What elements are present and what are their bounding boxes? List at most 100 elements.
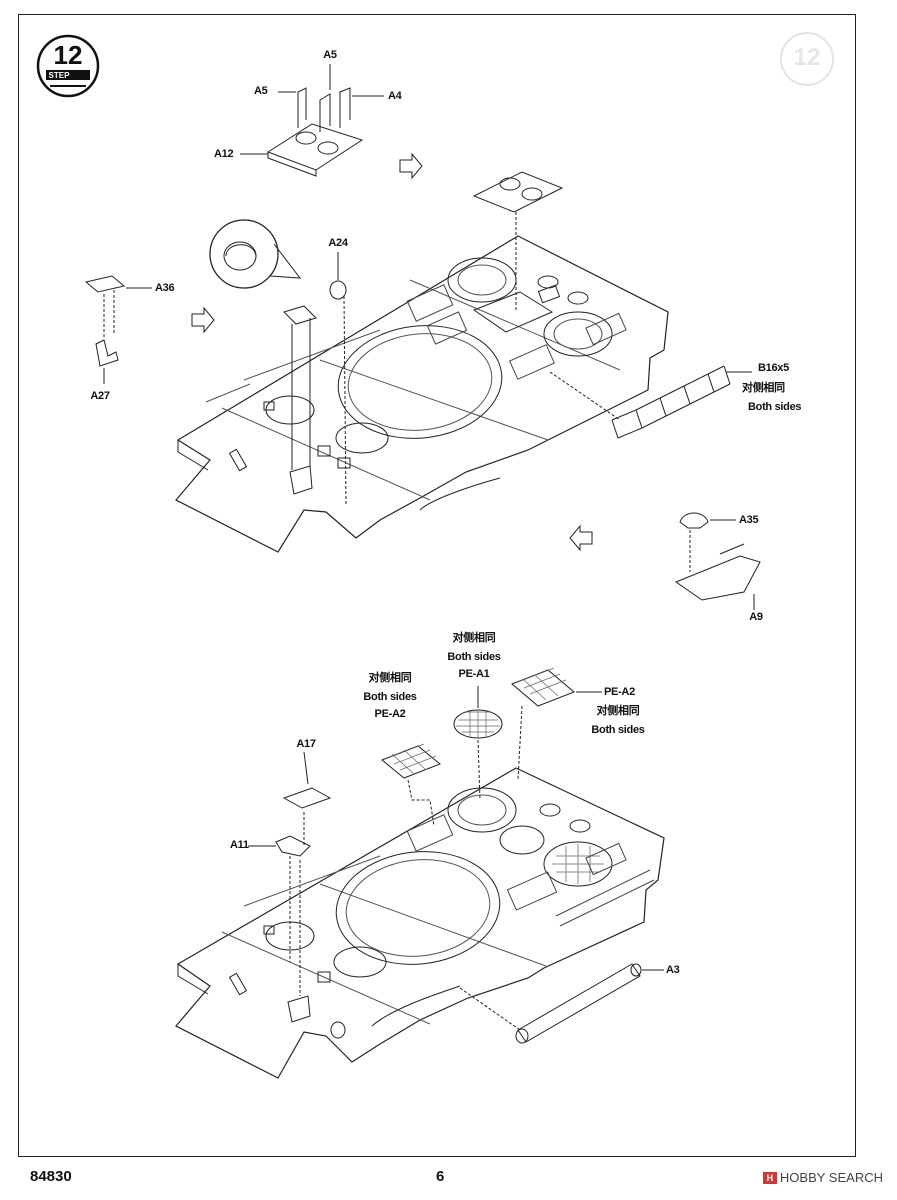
lower-radio-hatch [333,946,387,978]
upper-fan-left-inner [457,264,507,296]
label-a9: A9 [749,611,763,623]
a5-handle-left [297,87,307,128]
upper-fan-right-inner [553,318,603,350]
label-pe-a2-right-cn: 对侧相同 [596,705,640,717]
label-a17: A17 [296,738,316,750]
a11-part [275,835,311,857]
pe-a2-right-guide [517,705,523,781]
lower-fan-right-mesh [552,844,604,884]
label-pe-a1-cn: 对侧相同 [452,632,496,644]
detail-callout-part [223,241,257,271]
a11-guides [289,812,305,996]
bracket-top [283,305,317,325]
upper-hull-edge [177,440,209,471]
upper-block-3 [337,457,351,469]
lower-rear-rack [371,985,461,1027]
a36-guide [103,290,115,338]
detail-callout-part-2 [225,244,257,257]
step-badge: 12 STEP [36,34,100,98]
upper-hull-seam-3 [409,279,621,371]
upper-cap-2 [567,291,589,305]
a9-part [674,555,761,601]
label-a5-top: A5 [323,49,337,61]
label-pe-a2-left: PE-A2 [374,708,406,720]
pe-a1-guide [477,739,481,801]
upper-hatch-floating [472,171,564,213]
label-pe-a2-right-en: Both sides [591,724,645,736]
arrow-right-1 [399,152,423,180]
lower-a24-mounted [330,1021,346,1039]
page-frame [18,14,856,1157]
label-a3: A3 [666,964,680,976]
label-pe-a2-left-en: Both sides [363,691,417,703]
lower-cap-2 [569,819,591,833]
label-a4: A4 [388,90,402,102]
ghost-badge-icon [780,32,834,86]
label-a27: A27 [90,390,110,402]
a36-part [84,275,126,293]
upper-hatch-opening [472,291,554,333]
label-a24: A24 [328,237,348,249]
a12-plate [266,123,364,171]
label-a5-left: A5 [254,85,268,97]
a17-leader [303,751,309,785]
bracket-guides [291,318,311,470]
label-a12: A12 [214,148,234,160]
lower-block-2 [317,971,331,983]
a4-handle [339,87,351,128]
upper-radio-hatch [335,422,389,454]
lower-block-1 [263,925,275,935]
a12-cap-1 [295,131,317,145]
page-number: 6 [436,1168,445,1185]
label-b16-en: Both sides [748,401,802,413]
upper-grilles [406,284,627,380]
a24-guide [343,295,347,507]
pe-a1-disc [453,709,503,739]
label-pe-a1: PE-A1 [458,668,490,680]
upper-turret-ring [337,325,503,439]
product-code: 84830 [30,1168,72,1185]
a35-part [679,512,709,529]
detail-callout-pointer [269,243,302,279]
a27-part [95,339,119,367]
lower-hull-edge [177,964,209,995]
step-number: 12 [53,40,83,70]
lower-grilles [406,814,627,911]
a5-handle-center [319,93,331,132]
b16-guide [549,371,621,421]
watermark-badge-icon: H [762,1171,777,1184]
upper-block-2 [317,445,331,457]
upper-tool-rail-2 [205,383,251,403]
upper-rear-rack [419,477,501,511]
label-a36: A36 [155,282,175,294]
watermark-text: HOBBY SEARCH [779,1170,883,1185]
upper-turret-ring-inner [347,333,493,431]
hatch-floating-cap-1 [499,177,521,191]
upper-hull-seam-2 [221,407,431,501]
hatch-floating-cap-2 [521,187,543,201]
label-a11: A11 [230,839,249,851]
upper-periscope [228,448,248,472]
upper-fan-right [543,311,613,357]
label-pe-a1-en: Both sides [447,651,501,663]
lower-mount [287,995,311,1023]
label-pe-a2-right: PE-A2 [604,686,635,698]
lower-track-links-mounted [555,869,655,927]
pe-a2-right-plate [511,667,575,707]
ghost-step-badge: 12 [778,30,836,88]
a9-barrel [719,543,745,555]
lower-round-hatch [499,825,545,855]
step-badge-icon [36,34,100,98]
lower-fan-left-inner [457,794,507,826]
upper-mount-slot [289,465,313,495]
lower-fan-left [447,787,517,833]
lower-hull-seam-2 [221,931,431,1025]
lower-periscope [228,972,248,996]
b16-track-links [611,365,731,439]
pe-a2-left-plate [381,743,441,779]
upper-cap-3 [537,284,561,304]
lower-fan-right [543,841,613,887]
upper-hull-seam [319,359,549,441]
lower-turret-ring-inner [345,859,491,957]
lower-hull-outline [175,767,665,1079]
